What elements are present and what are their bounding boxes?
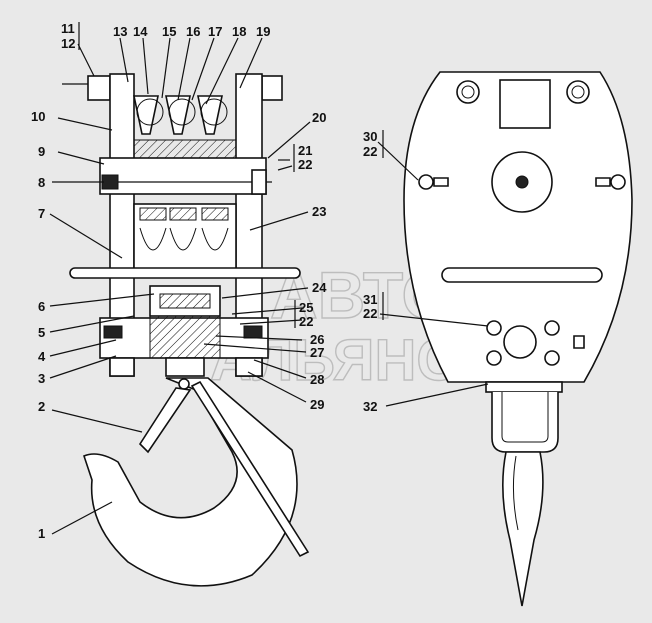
bolt-head-1 bbox=[486, 320, 502, 336]
safety-latch-rod bbox=[190, 380, 310, 558]
sheaves-upper bbox=[133, 95, 228, 135]
callout-17: 17 bbox=[208, 24, 222, 39]
callout-22-right-top: 22 bbox=[363, 144, 377, 159]
callout-4: 4 bbox=[38, 349, 46, 364]
callout-12: 12 bbox=[61, 36, 75, 51]
top-nut-right bbox=[566, 80, 590, 104]
hook-shank-section bbox=[149, 315, 221, 359]
callout-labels-right: 30 22 31 22 32 bbox=[363, 129, 377, 414]
crossbar-slot bbox=[441, 267, 603, 283]
bolt-head-2 bbox=[544, 320, 560, 336]
grease-fitting-right bbox=[595, 174, 626, 190]
callout-25: 25 bbox=[299, 300, 313, 315]
hook bbox=[83, 377, 298, 587]
callout-22-top: 22 bbox=[298, 157, 312, 172]
callout-28: 28 bbox=[310, 372, 324, 387]
hook-front bbox=[502, 451, 544, 607]
callout-labels-left: 11 12 13 14 15 16 17 18 19 10 9 8 7 20 2… bbox=[31, 21, 327, 541]
bolt-left bbox=[103, 325, 123, 339]
callout-24: 24 bbox=[312, 280, 327, 295]
callout-23: 23 bbox=[312, 204, 326, 219]
bolt-right bbox=[243, 325, 263, 339]
callout-29: 29 bbox=[310, 397, 324, 412]
cheek-plate bbox=[403, 71, 633, 383]
callout-22-right-mid: 22 bbox=[363, 306, 377, 321]
callout-26: 26 bbox=[310, 332, 324, 347]
axle-end-plate bbox=[251, 169, 267, 195]
callout-22-mid: 22 bbox=[299, 314, 313, 329]
callout-30: 30 bbox=[363, 129, 377, 144]
sheaves-lower bbox=[139, 207, 229, 251]
top-nut-left bbox=[456, 80, 480, 104]
callout-14: 14 bbox=[133, 24, 148, 39]
side-fitting bbox=[573, 335, 585, 349]
callout-18: 18 bbox=[232, 24, 246, 39]
label-separators bbox=[78, 22, 384, 328]
sectional-view bbox=[62, 73, 310, 587]
nut-top-right bbox=[261, 75, 283, 101]
leader-lines bbox=[49, 37, 489, 535]
callout-9: 9 bbox=[38, 144, 45, 159]
callout-32: 32 bbox=[363, 399, 377, 414]
axle-nut bbox=[101, 174, 119, 190]
hook-nut bbox=[503, 325, 537, 359]
latch-pivot bbox=[178, 378, 190, 390]
plate-foot-left bbox=[109, 357, 135, 377]
thrust-bearing bbox=[159, 293, 211, 309]
callout-7: 7 bbox=[38, 206, 45, 221]
callout-27: 27 bbox=[310, 345, 324, 360]
callout-10: 10 bbox=[31, 109, 45, 124]
callout-5: 5 bbox=[38, 325, 45, 340]
callout-20: 20 bbox=[312, 110, 326, 125]
callout-19: 19 bbox=[256, 24, 270, 39]
callout-3: 3 bbox=[38, 371, 45, 386]
callout-31: 31 bbox=[363, 292, 377, 307]
bearing-row bbox=[133, 139, 237, 159]
callout-2: 2 bbox=[38, 399, 45, 414]
callout-13: 13 bbox=[113, 24, 127, 39]
grease-fitting-left bbox=[418, 174, 449, 190]
callout-15: 15 bbox=[162, 24, 176, 39]
nut-top-left bbox=[87, 75, 111, 101]
safety-latch-arm bbox=[138, 387, 192, 454]
axle-housing bbox=[99, 157, 267, 195]
axle-center bbox=[515, 175, 529, 189]
plate-foot-right bbox=[235, 357, 263, 377]
bolt-head-3 bbox=[486, 350, 502, 366]
callout-6: 6 bbox=[38, 299, 45, 314]
bolt-head-4 bbox=[544, 350, 560, 366]
hook-neck bbox=[165, 357, 205, 377]
front-view bbox=[403, 71, 633, 607]
shackle-top bbox=[485, 381, 563, 393]
crossbar bbox=[69, 267, 301, 279]
callout-21: 21 bbox=[298, 143, 312, 158]
callout-8: 8 bbox=[38, 175, 45, 190]
callout-1: 1 bbox=[38, 526, 45, 541]
name-plate bbox=[499, 79, 551, 129]
callout-11: 11 bbox=[61, 21, 75, 36]
callout-16: 16 bbox=[186, 24, 200, 39]
